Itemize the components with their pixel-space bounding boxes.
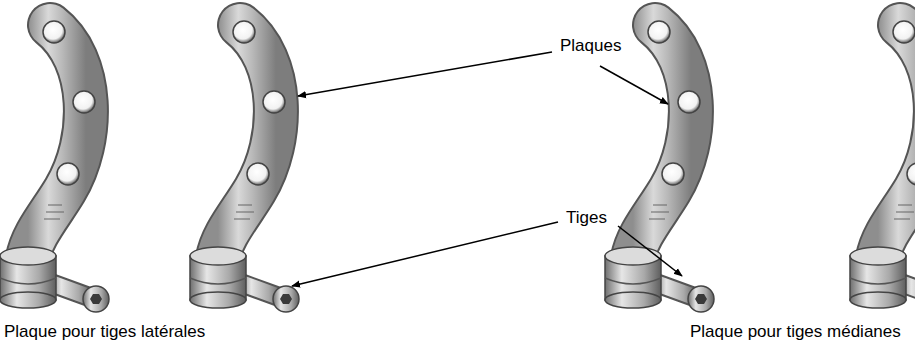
part-label: Plaques	[560, 36, 621, 56]
median-plate	[850, 21, 915, 312]
median-plate	[605, 21, 714, 312]
leader-arrow	[618, 226, 682, 276]
leader-arrow	[298, 52, 552, 96]
leader-arrow	[292, 222, 558, 286]
caption-label: Plaque pour tiges médianes	[690, 322, 901, 342]
lateral-plate	[0, 21, 109, 312]
caption-label: Plaque pour tiges latérales	[4, 322, 205, 342]
leader-arrow	[600, 66, 668, 104]
part-label: Tiges	[566, 208, 607, 228]
lateral-plate	[190, 21, 299, 312]
